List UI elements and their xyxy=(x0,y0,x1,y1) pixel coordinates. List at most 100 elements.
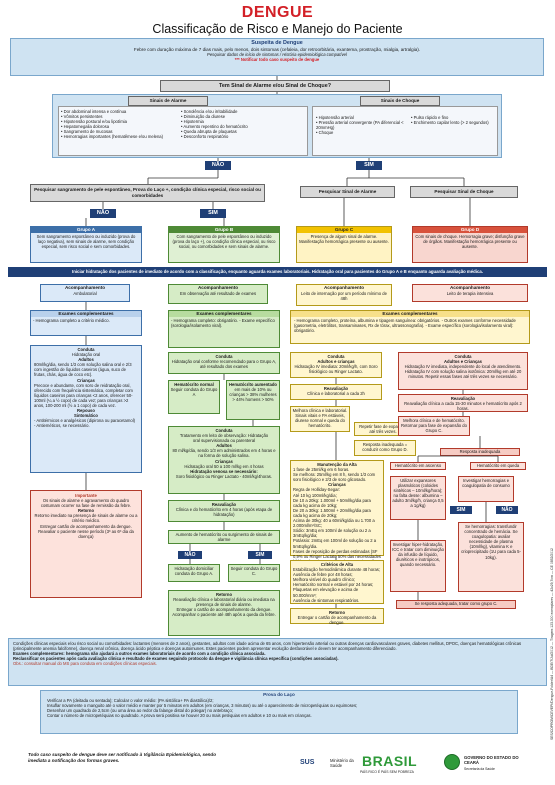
grupo-a-text: Sem sangramento espontâneo ou induzido (… xyxy=(36,233,136,249)
retorno-b-line: Entregar o cartão de acompanhamento da d… xyxy=(176,607,272,613)
alarme-item: • Queda abrupta de plaquetas xyxy=(181,129,237,135)
pesquisar-choque: Pesquisar Sinal de Choque xyxy=(410,186,518,198)
importante-title: Importante xyxy=(75,493,97,498)
reav-b: Reavaliação Clínica e do hematócrito em … xyxy=(168,500,280,522)
repetir-fase: Repetir fase de expansão até três vezes. xyxy=(354,422,412,436)
exames-cd: Exames complementares - Hemograma comple… xyxy=(290,310,530,344)
hematocrito-ascenso: Hematócrito em ascenso xyxy=(390,462,446,470)
investigar-hiper-hidratacao: Investigar hiper-hidratação, ICC e trata… xyxy=(390,540,446,592)
exames-a: Exames complementares - Hemograma comple… xyxy=(30,310,142,336)
retorno-c-text: Entregar o cartão de acompanhamento da d… xyxy=(297,615,377,626)
acomp-a: Acompanhamento Ambulatorial xyxy=(40,284,130,302)
hema-normal-text: Seguir conduta do Grupo A xyxy=(170,387,218,398)
alarme-item: • Hipotermia xyxy=(181,119,204,125)
reav-d: Reavaliação Reavaliação clínica a cada 1… xyxy=(398,394,528,412)
acomp-d-title: Acompanhamento xyxy=(449,285,491,290)
conduta-a-line: - Antieméticos, se necessário. xyxy=(34,423,90,429)
grupo-b-text: Com sangramento de pele espontâneo ou in… xyxy=(172,233,276,249)
prova-laco: Prova do Laço Verificar a PA (deitada ou… xyxy=(40,690,518,734)
choque-item: • Choque xyxy=(316,130,334,136)
conduta-b2-line: 80 ml/kg/dia, sendo 1/3 em administrados… xyxy=(172,448,276,459)
choque-item: • Pressão arterial convergente (PA difer… xyxy=(316,120,404,131)
hematocrito-queda: Hematócrito em queda xyxy=(470,462,526,470)
conduta-b2: Conduta Tratamento em leito de observaçã… xyxy=(168,426,280,494)
nao-label: NÃO xyxy=(496,506,518,514)
exames-cd-title: Exames complementares xyxy=(291,311,529,317)
reav-b-text: Clínica e do hematócrito em 4 horas (apó… xyxy=(175,507,273,518)
retorno-c: Retorno Entregar o cartão de acompanhame… xyxy=(290,608,384,626)
exames-b-text: - Hemograma completo: obrigatório. - Exa… xyxy=(171,317,275,328)
alarme-item: • Diminuição da diurese xyxy=(181,114,226,120)
alarme-col1: • Dor abdominal intensa e contínua • Vôm… xyxy=(61,109,176,140)
importante-line: Reavaliar o paciente nesse período (3º a… xyxy=(38,528,134,539)
hema-normal: Hematócrito normal Seguir conduta do Gru… xyxy=(168,380,220,414)
importante-line: Retorno xyxy=(77,508,95,514)
alarme-item: • Sangramento de mucosas xyxy=(61,129,113,135)
grupo-c-box: Grupo C Presença de algum sinal de alarm… xyxy=(296,226,392,263)
alarme-item: • Dor abdominal intensa e contínua xyxy=(61,109,127,114)
ceara-seal xyxy=(444,754,460,770)
suspeita-text: Febre com duração máxima de 7 dias mais,… xyxy=(133,46,421,52)
conduta-a-line: Adultos xyxy=(78,357,94,363)
resposta-inadequada-c: Resposta inadequada = conduzir como Grup… xyxy=(354,440,416,456)
choque-col2: • Pulso rápido e fino • Enchimento capil… xyxy=(411,115,497,125)
conduta-b2-line: Tratamento em leito de observação: Hidra… xyxy=(179,433,269,439)
exames-cd-text: - Hemograma completo, proteína, albumina… xyxy=(294,317,516,333)
condicoes-line: Condições clínicas especiais e/ou risco … xyxy=(13,641,522,652)
prova-laco-line: Verificar a PA (deitada ou sentada); Cal… xyxy=(47,697,214,703)
hidratacao-bar: Iniciar hidratação dos pacientes de imed… xyxy=(8,267,547,277)
acomp-d-text: Leito de terapia intensiva xyxy=(446,290,494,296)
retorno-b: Retorno Reavaliação clínica e laboratori… xyxy=(168,590,280,636)
hema-aumentado-text: em mais de 10% ou crianças > 38% mulhere… xyxy=(229,387,277,403)
choque-col1: • Hipotensão arterial • Pressão arterial… xyxy=(316,115,408,135)
criterios-alta-line: Plaquetas em elevação e acima de 50.000/… xyxy=(293,587,359,598)
conduta-b2-line: oral supervisionada ou parenteral xyxy=(192,438,256,444)
alarme-item: • Desconforto respiratório xyxy=(181,134,229,140)
alarme-list: • Dor abdominal intensa e contínua • Vôm… xyxy=(58,106,308,156)
conduta-a-line: Repouso xyxy=(77,408,95,414)
melhora-c: Melhora clínica e laboratorial. Sinais v… xyxy=(290,406,350,432)
retorno-c-title: Retorno xyxy=(328,610,346,615)
grupo-d-box: Grupo D Com sinais de choque. Hemorragia… xyxy=(412,226,528,263)
governo-sub: Secretaria da Saúde xyxy=(464,767,495,771)
suspeita-title: Suspeita de Dengue xyxy=(251,40,303,46)
alarme-col2: • Sonolência e/ou irritabilidade • Dimin… xyxy=(181,109,305,140)
conduta-a-line: - Antitérmicos e analgésicos (dipirona o… xyxy=(34,418,136,424)
nao-label: NÃO xyxy=(90,209,116,218)
sim-label: SIM xyxy=(450,506,472,514)
resposta-adequada: Se resposta adequada, tratar como grupo … xyxy=(396,600,516,609)
transfusao: Se hemorragias: transfundir concentrado … xyxy=(458,522,524,592)
grupo-c-text: Presença de algum sinal de alarme. Manif… xyxy=(299,233,389,244)
alarme-title: Sinais de Alarme xyxy=(128,96,208,106)
expansores: Utilizar expansores plasmáticos (coloide… xyxy=(390,476,446,520)
alarme-item: • Sonolência e/ou irritabilidade xyxy=(181,109,238,114)
manutencao-line: 1 fase de 25ml/kg em 6 horas. xyxy=(293,467,350,473)
conduta-b2-title: Conduta xyxy=(215,428,233,433)
conduta-b2-line: Crianças xyxy=(215,458,233,464)
conduta-c-title: Conduta xyxy=(327,354,345,359)
manutencao-line: De 20 a 30kg: 1.500ml + 20ml/kg/dia para… xyxy=(293,507,371,518)
hema-aumentado: Hematócrito aumentado em mais de 10% ou … xyxy=(226,380,280,420)
conduta-a-line: 80ml/kg/dia, sendo 1/3 com solução salin… xyxy=(34,362,132,378)
manutencao-line: Acima de 30kg: 40 a 60ml/kg/dia ou 1.700… xyxy=(293,518,375,529)
conduta-a-line: Hidratação oral xyxy=(71,352,101,358)
conduta-b2-line: Hidratação venosa se necessário: xyxy=(190,468,258,474)
sim-label: SIM xyxy=(200,209,226,218)
acomp-d: Acompanhamento Leito de terapia intensiv… xyxy=(412,284,528,302)
condicoes-line: Reclassificar os pacientes após cada ava… xyxy=(13,656,339,662)
nao-label: NÃO xyxy=(205,161,231,170)
hema-aumentado-title: Hematócrito aumentado xyxy=(229,382,277,387)
hema-normal-title: Hematócrito normal xyxy=(174,382,214,387)
criterios-alta-line: Estabilização hemodinâmica durante 48 ho… xyxy=(293,567,381,573)
criterios-alta-line: Melhora visível do quadro clínico; xyxy=(293,577,356,583)
conduta-c: Conduta Adultos e crianças Hidratação IV… xyxy=(290,352,382,378)
resposta-inadequada-d: Resposta inadequada xyxy=(440,448,520,456)
pesquisar-sangramento: Pesquisar sangramento de pele espontâneo… xyxy=(30,184,265,202)
exames-a-title: Exames complementares xyxy=(31,311,141,317)
manutencao-line: Potássio: 2mEq em 100ml de solução ou 2 … xyxy=(293,538,377,549)
grupo-d-title: Grupo D xyxy=(413,227,527,233)
seguir-grupo-c: Seguir conduta do Grupo C. xyxy=(228,564,280,582)
acomp-c-text: Leito de internação por um período mínim… xyxy=(301,290,387,301)
conduta-a-line: Precoce e abundante, com soro de reidrat… xyxy=(34,382,133,409)
suspeita-subtext: Pesquisar dados de início de sintomas / … xyxy=(207,52,347,58)
